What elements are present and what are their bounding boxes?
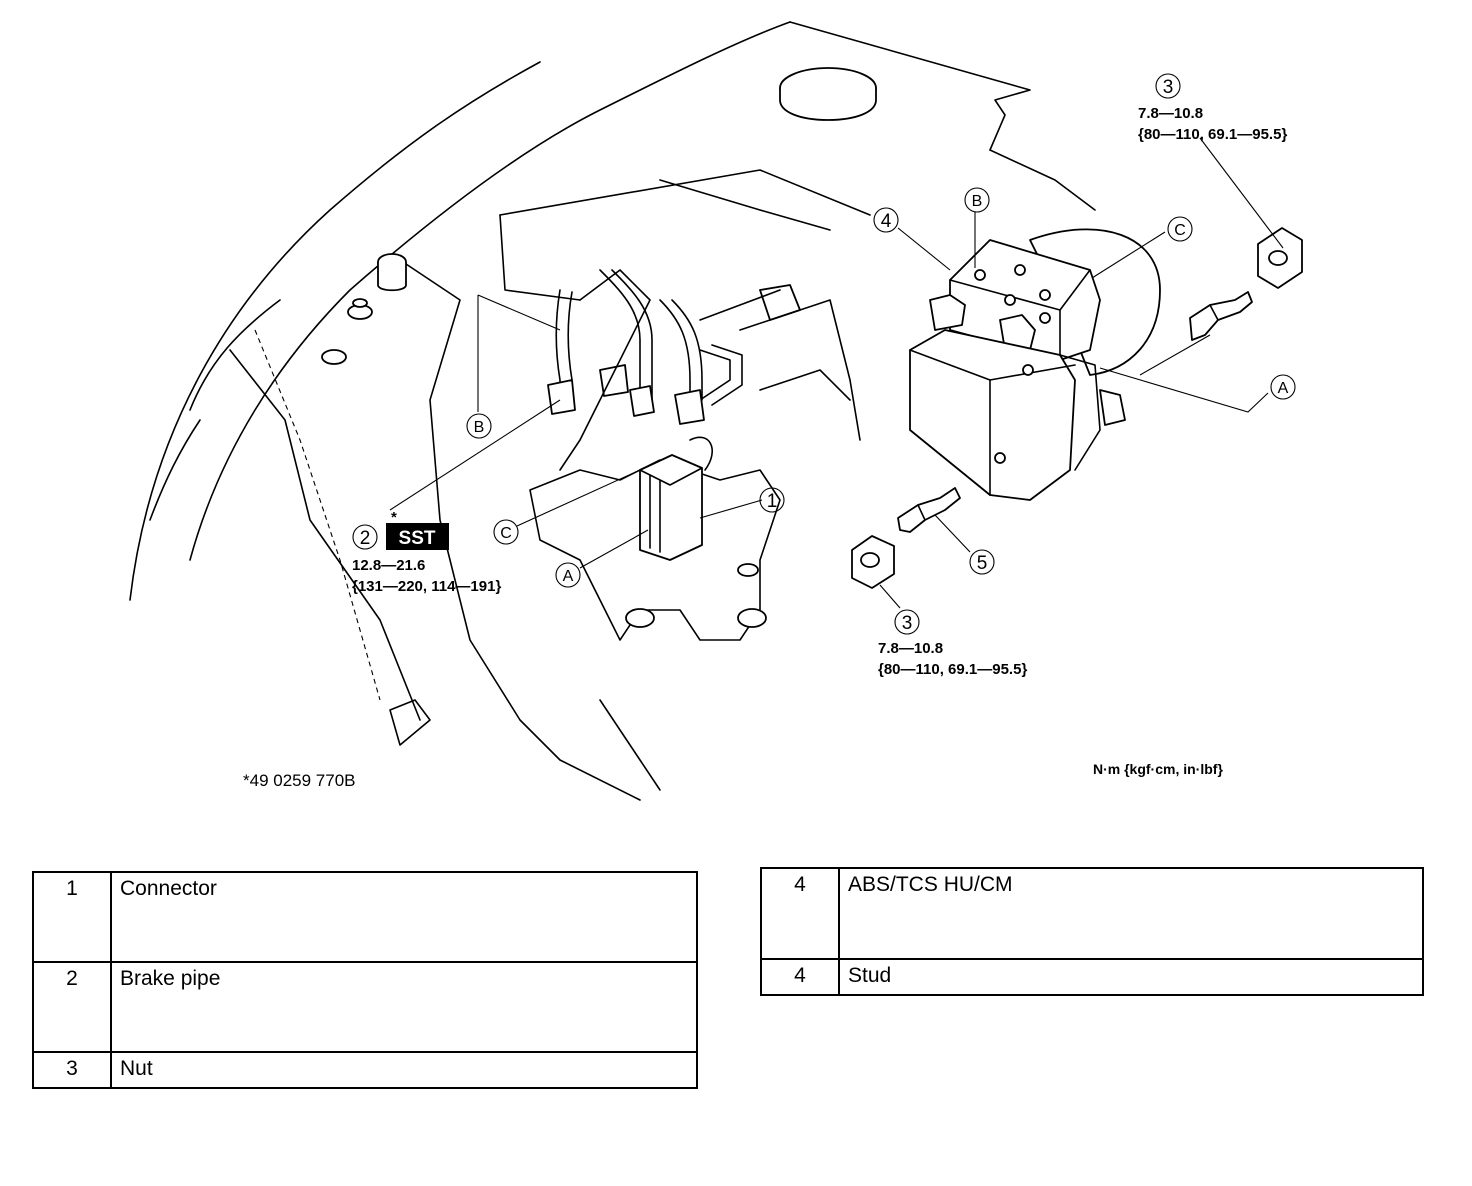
legend-part-name: ABS/TCS HU/CM	[838, 867, 1424, 960]
connector-part	[639, 436, 714, 561]
legend-number: 4	[760, 867, 840, 960]
callout-3-bottom: 3	[902, 613, 913, 634]
letter-b-left: B	[474, 419, 485, 436]
legend-row: 1 Connector	[32, 871, 698, 963]
legend-row: 3 Nut	[32, 1051, 698, 1089]
legend-number: 3	[32, 1051, 112, 1089]
letter-c-right: C	[1174, 222, 1186, 239]
units-note: N·m {kgf·cm, in·lbf}	[1093, 761, 1223, 777]
nut-parts	[851, 227, 1303, 589]
legend-number: 4	[760, 958, 840, 996]
letter-a-right: A	[1278, 380, 1289, 397]
torque-top-line1: 7.8—10.8	[1138, 105, 1203, 122]
callout-1: 1	[767, 491, 778, 512]
stud-parts	[897, 291, 1253, 533]
torque-bottom-line2: {80—110, 69.1—95.5}	[878, 661, 1027, 678]
torque-top-line2: {80—110, 69.1—95.5}	[1138, 126, 1287, 143]
legend-part-name: Stud	[838, 958, 1424, 996]
callout-5: 5	[977, 553, 988, 574]
legend-row: 2 Brake pipe	[32, 961, 698, 1053]
legend-row: 4 Stud	[760, 958, 1424, 996]
sst-star: *	[391, 509, 397, 526]
torque-pipe-line2: {131—220, 114—191}	[352, 578, 501, 595]
letter-b-top: B	[972, 193, 983, 210]
sst-badge	[386, 523, 449, 550]
legend-number: 2	[32, 961, 112, 1053]
brake-pipes-and-bracket	[529, 269, 781, 641]
torque-bottom-line1: 7.8—10.8	[878, 640, 943, 657]
engine-compartment-outline	[129, 21, 1096, 801]
legend-part-name: Connector	[110, 871, 698, 963]
sst-label: SST	[399, 528, 436, 549]
leader-lines	[389, 137, 1284, 609]
legend-number: 1	[32, 871, 112, 963]
legend-part-name: Nut	[110, 1051, 698, 1089]
legend-table-left: 1 Connector 2 Brake pipe 3 Nut	[32, 871, 698, 1089]
callout-3-top: 3	[1163, 77, 1174, 98]
callout-circles	[352, 73, 1296, 635]
sst-number: *49 0259 770B	[243, 771, 356, 790]
legend-table-right: 4 ABS/TCS HU/CM 4 Stud	[760, 867, 1424, 996]
letter-a-left: A	[563, 568, 574, 585]
legend-part-name: Brake pipe	[110, 961, 698, 1053]
abs-hu-cm-part	[909, 228, 1161, 501]
legend-row: 4 ABS/TCS HU/CM	[760, 867, 1424, 960]
callout-2: 2	[360, 528, 371, 549]
callout-4: 4	[881, 211, 892, 232]
letter-c-left: C	[500, 525, 512, 542]
torque-pipe-line1: 12.8—21.6	[352, 557, 425, 574]
